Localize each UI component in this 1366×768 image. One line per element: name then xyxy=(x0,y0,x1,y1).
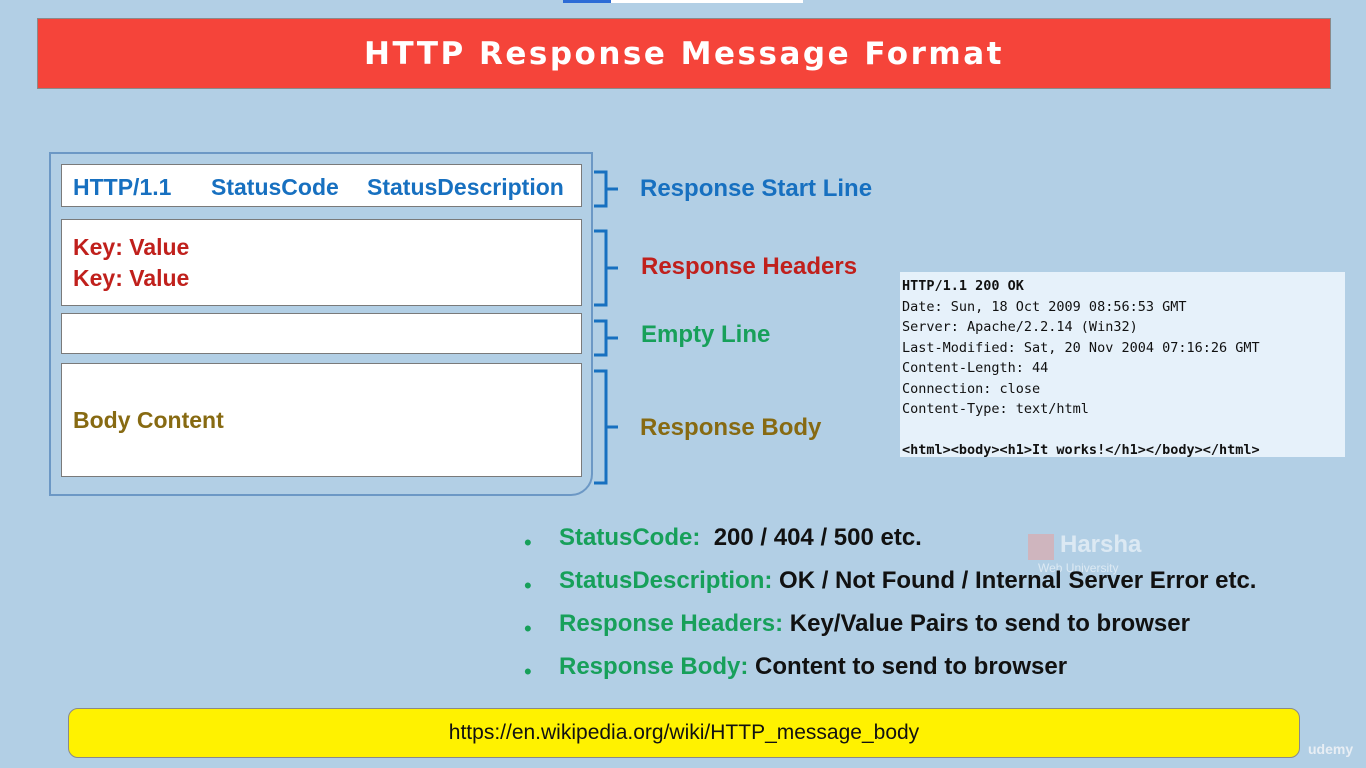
bullet-description: 200 / 404 / 500 etc. xyxy=(713,524,922,551)
body-box: Body Content xyxy=(61,363,582,477)
bullet-term-text: StatusCode: xyxy=(559,524,701,551)
start-line-box: HTTP/1.1 StatusCode StatusDescription xyxy=(61,164,582,207)
bullet-dot-icon: • xyxy=(524,573,532,598)
page-title: HTTP Response Message Format xyxy=(364,35,1004,72)
bullet-term: StatusCode: 200 / 404 / 500 etc. xyxy=(559,524,922,552)
bullet-item: • StatusDescription: OK / Not Found / In… xyxy=(524,565,1344,605)
bullet-item: • StatusCode: 200 / 404 / 500 etc. xyxy=(524,522,1344,562)
label-response-body: Response Body xyxy=(640,414,822,441)
harsha-watermark: Harsha Web University xyxy=(1024,530,1156,576)
bullet-item: • Response Headers: Key/Value Pairs to s… xyxy=(524,608,1344,648)
title-banner: HTTP Response Message Format xyxy=(37,18,1331,89)
body-content-text: Body Content xyxy=(73,407,224,433)
empty-line-box xyxy=(61,313,582,354)
bullet-term-text: Response Body: xyxy=(559,653,749,680)
watermark-subtitle: Web University xyxy=(1038,561,1119,575)
bullet-dot-icon: • xyxy=(524,530,532,555)
bullet-term-text: Response Headers: xyxy=(559,610,784,637)
body-brace xyxy=(594,369,630,485)
example-response: HTTP/1.1 200 OK Date: Sun, 18 Oct 2009 0… xyxy=(900,272,1345,458)
example-empty-line xyxy=(902,420,1343,441)
bullet-dot-icon: • xyxy=(524,659,532,684)
label-response-headers: Response Headers xyxy=(641,253,858,280)
bullet-term-text: StatusDescription: xyxy=(559,567,773,594)
header-line-1: Key: Value xyxy=(73,234,190,260)
http-version-text: HTTP/1.1 xyxy=(73,174,172,200)
empty-line-brace xyxy=(594,319,630,357)
bullet-term: Response Headers: Key/Value Pairs to sen… xyxy=(559,610,1190,638)
harsha-logo-icon xyxy=(1028,534,1054,560)
label-response-start-line: Response Start Line xyxy=(640,175,873,202)
top-progress-indicator xyxy=(563,0,611,3)
udemy-logo: udemy xyxy=(1308,741,1354,757)
bullet-description: Key/Value Pairs to send to browser xyxy=(789,610,1190,637)
bullet-term: StatusDescription: OK / Not Found / Inte… xyxy=(559,567,1256,595)
headers-brace xyxy=(594,229,630,307)
bullet-term: Response Body: Content to send to browse… xyxy=(559,653,1067,681)
top-progress-bar xyxy=(563,0,803,3)
example-header-line: Connection: close xyxy=(902,380,1041,397)
bullet-item: • Response Body: Content to send to brow… xyxy=(524,651,1344,691)
example-header-line: Server: Apache/2.2.14 (Win32) xyxy=(902,319,1138,335)
example-body-line: <html><body><h1>It works!</h1></body></h… xyxy=(902,442,1260,458)
example-header-line: Date: Sun, 18 Oct 2009 08:56:53 GMT xyxy=(902,298,1187,315)
example-header-line: Content-Length: 44 xyxy=(902,360,1049,376)
reference-url-bar[interactable]: https://en.wikipedia.org/wiki/HTTP_messa… xyxy=(68,708,1300,758)
example-header-line: Last-Modified: Sat, 20 Nov 2004 07:16:26… xyxy=(902,339,1260,356)
bullet-description: OK / Not Found / Internal Server Error e… xyxy=(779,567,1257,594)
reference-url-link[interactable]: https://en.wikipedia.org/wiki/HTTP_messa… xyxy=(448,721,920,744)
watermark-name: Harsha xyxy=(1060,531,1142,558)
start-line-brace xyxy=(594,170,630,208)
status-description-text: StatusDescription xyxy=(367,174,564,200)
example-status-line: HTTP/1.1 200 OK xyxy=(902,278,1024,294)
message-format-frame xyxy=(49,152,593,496)
bullet-description: Content to send to browser xyxy=(755,653,1068,680)
status-code-text: StatusCode xyxy=(211,174,339,200)
bullet-dot-icon: • xyxy=(524,616,532,641)
example-header-line: Content-Type: text/html xyxy=(902,401,1089,417)
label-empty-line: Empty Line xyxy=(641,321,771,348)
header-line-2: Key: Value xyxy=(73,265,190,291)
headers-box: Key: Value Key: Value xyxy=(61,219,582,306)
